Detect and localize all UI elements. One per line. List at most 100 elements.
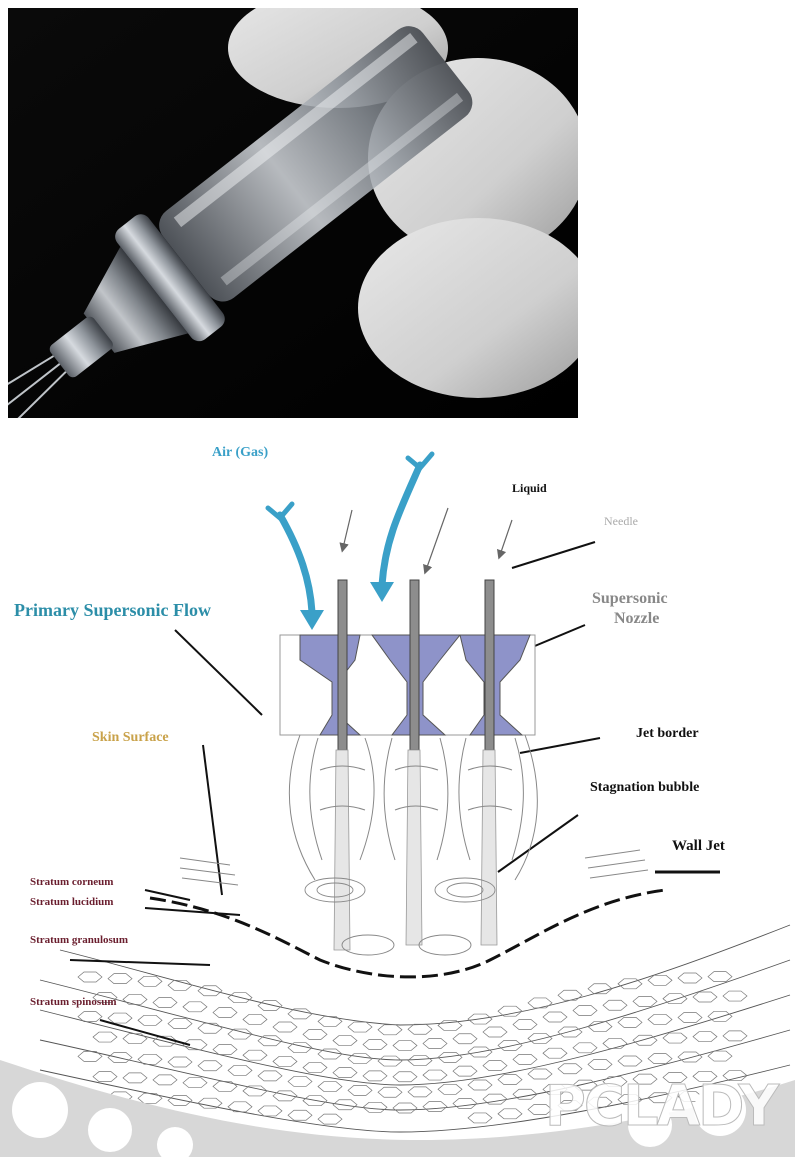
supersonic-nozzle <box>280 635 535 735</box>
skin-cell <box>93 1032 117 1042</box>
label-jet-border: Jet border <box>636 726 699 742</box>
skin-cell <box>453 1034 477 1044</box>
skin-cell <box>333 1068 357 1078</box>
skin-cell <box>123 1073 147 1083</box>
skin-cell <box>693 992 717 1002</box>
skin-cell <box>378 1025 402 1035</box>
skin-cell <box>558 1027 582 1037</box>
skin-cell <box>138 1093 162 1103</box>
skin-cell <box>363 1071 387 1081</box>
skin-cell <box>438 1084 462 1094</box>
skin-cell <box>108 1052 132 1062</box>
skin-cell <box>243 1050 267 1060</box>
skin-cell <box>273 1056 297 1066</box>
skin-cell <box>558 990 582 1000</box>
skin-cell <box>543 1012 567 1022</box>
skin-cell <box>678 1013 702 1023</box>
skin-cell <box>648 975 672 985</box>
skin-cell <box>603 1000 627 1010</box>
stagnation-bubbles <box>305 878 495 955</box>
skin-cell <box>138 976 162 986</box>
skin-cell <box>648 1014 672 1024</box>
skin-cell <box>528 1033 552 1043</box>
skin-cell <box>258 1001 282 1011</box>
skin-cell <box>243 1086 267 1096</box>
air-arrow-left <box>280 515 312 612</box>
skin-cell <box>573 1005 597 1015</box>
skin-cell <box>288 1076 312 1086</box>
skin-cell <box>258 1071 282 1081</box>
skin-cell <box>498 1040 522 1050</box>
skin-cell <box>408 1056 432 1066</box>
skin-cell <box>393 1041 417 1051</box>
label-stratum-corneum: Stratum corneum <box>30 876 113 888</box>
needle-left <box>338 580 347 750</box>
skin-cell <box>633 996 657 1006</box>
skin-cell <box>138 1015 162 1025</box>
injector-nozzle-photo <box>8 8 578 418</box>
skin-cell <box>678 973 702 983</box>
skin-cell <box>333 1100 357 1110</box>
label-primary-supersonic-flow: Primary Supersonic Flow <box>14 600 211 621</box>
skin-cell <box>408 1024 432 1034</box>
label-supersonic: Supersonic <box>592 590 668 608</box>
skin-cell <box>318 1082 342 1092</box>
label-needle: Needle <box>604 514 638 529</box>
label-nozzle: Nozzle <box>614 610 659 628</box>
skin-cell <box>303 1029 327 1039</box>
skin-cell <box>378 1087 402 1097</box>
label-stagnation-bubble: Stagnation bubble <box>590 780 699 796</box>
skin-cell <box>168 1019 192 1029</box>
skin-cell <box>603 1038 627 1048</box>
needle-right <box>485 580 494 750</box>
needle-center <box>410 580 419 750</box>
skin-cell <box>393 1103 417 1113</box>
skin-cell <box>423 1102 447 1112</box>
skin-cell <box>288 1110 312 1120</box>
skin-cell <box>153 997 177 1007</box>
skin-cell <box>378 1056 402 1066</box>
skin-cell <box>723 991 747 1001</box>
skin-cell <box>408 1087 432 1097</box>
skin-cell <box>108 974 132 984</box>
skin-cell <box>153 1075 177 1085</box>
skin-cell <box>198 1098 222 1108</box>
skin-cell <box>363 1102 387 1112</box>
label-stratum-lucidium: Stratum lucidium <box>30 896 113 908</box>
skin-cell <box>258 1106 282 1116</box>
skin-cell <box>198 1023 222 1033</box>
skin-cell <box>453 1099 477 1109</box>
air-arrow-center <box>382 465 420 585</box>
skin-cell <box>303 1063 327 1073</box>
skin-cell <box>453 1066 477 1076</box>
skin-cell <box>513 1054 537 1064</box>
skin-cell <box>213 1081 237 1091</box>
label-stratum-granulosum: Stratum granulosum <box>30 934 128 946</box>
skin-cell <box>693 1032 717 1042</box>
skin-cell <box>93 1072 117 1082</box>
skin-cell <box>498 1109 522 1119</box>
label-air-gas: Air (Gas) <box>212 445 268 461</box>
skin-cell <box>288 1009 312 1019</box>
skin-cell <box>498 1006 522 1016</box>
skin-cell <box>228 1065 252 1075</box>
skin-cell <box>468 1113 492 1123</box>
supersonic-injection-diagram: Air (Gas) Liquid Needle Primary Superson… <box>0 420 795 1157</box>
skin-cell <box>318 1114 342 1124</box>
skin-cell <box>108 1013 132 1023</box>
skin-cell <box>243 1014 267 1024</box>
skin-cell <box>198 1061 222 1071</box>
skin-cell <box>228 1029 252 1039</box>
skin-cell <box>708 972 732 982</box>
skin-cell <box>648 1054 672 1064</box>
needle-arrows <box>343 508 512 570</box>
skin-cell <box>168 1095 192 1105</box>
label-wall-jet: Wall Jet <box>672 838 725 855</box>
skin-cell <box>183 1078 207 1088</box>
skin-cell <box>363 1040 387 1050</box>
skin-cell <box>513 1019 537 1029</box>
skin-cell <box>123 994 147 1004</box>
skin-cell <box>618 1017 642 1027</box>
skin-cell <box>573 1043 597 1053</box>
skin-cell <box>423 1039 447 1049</box>
